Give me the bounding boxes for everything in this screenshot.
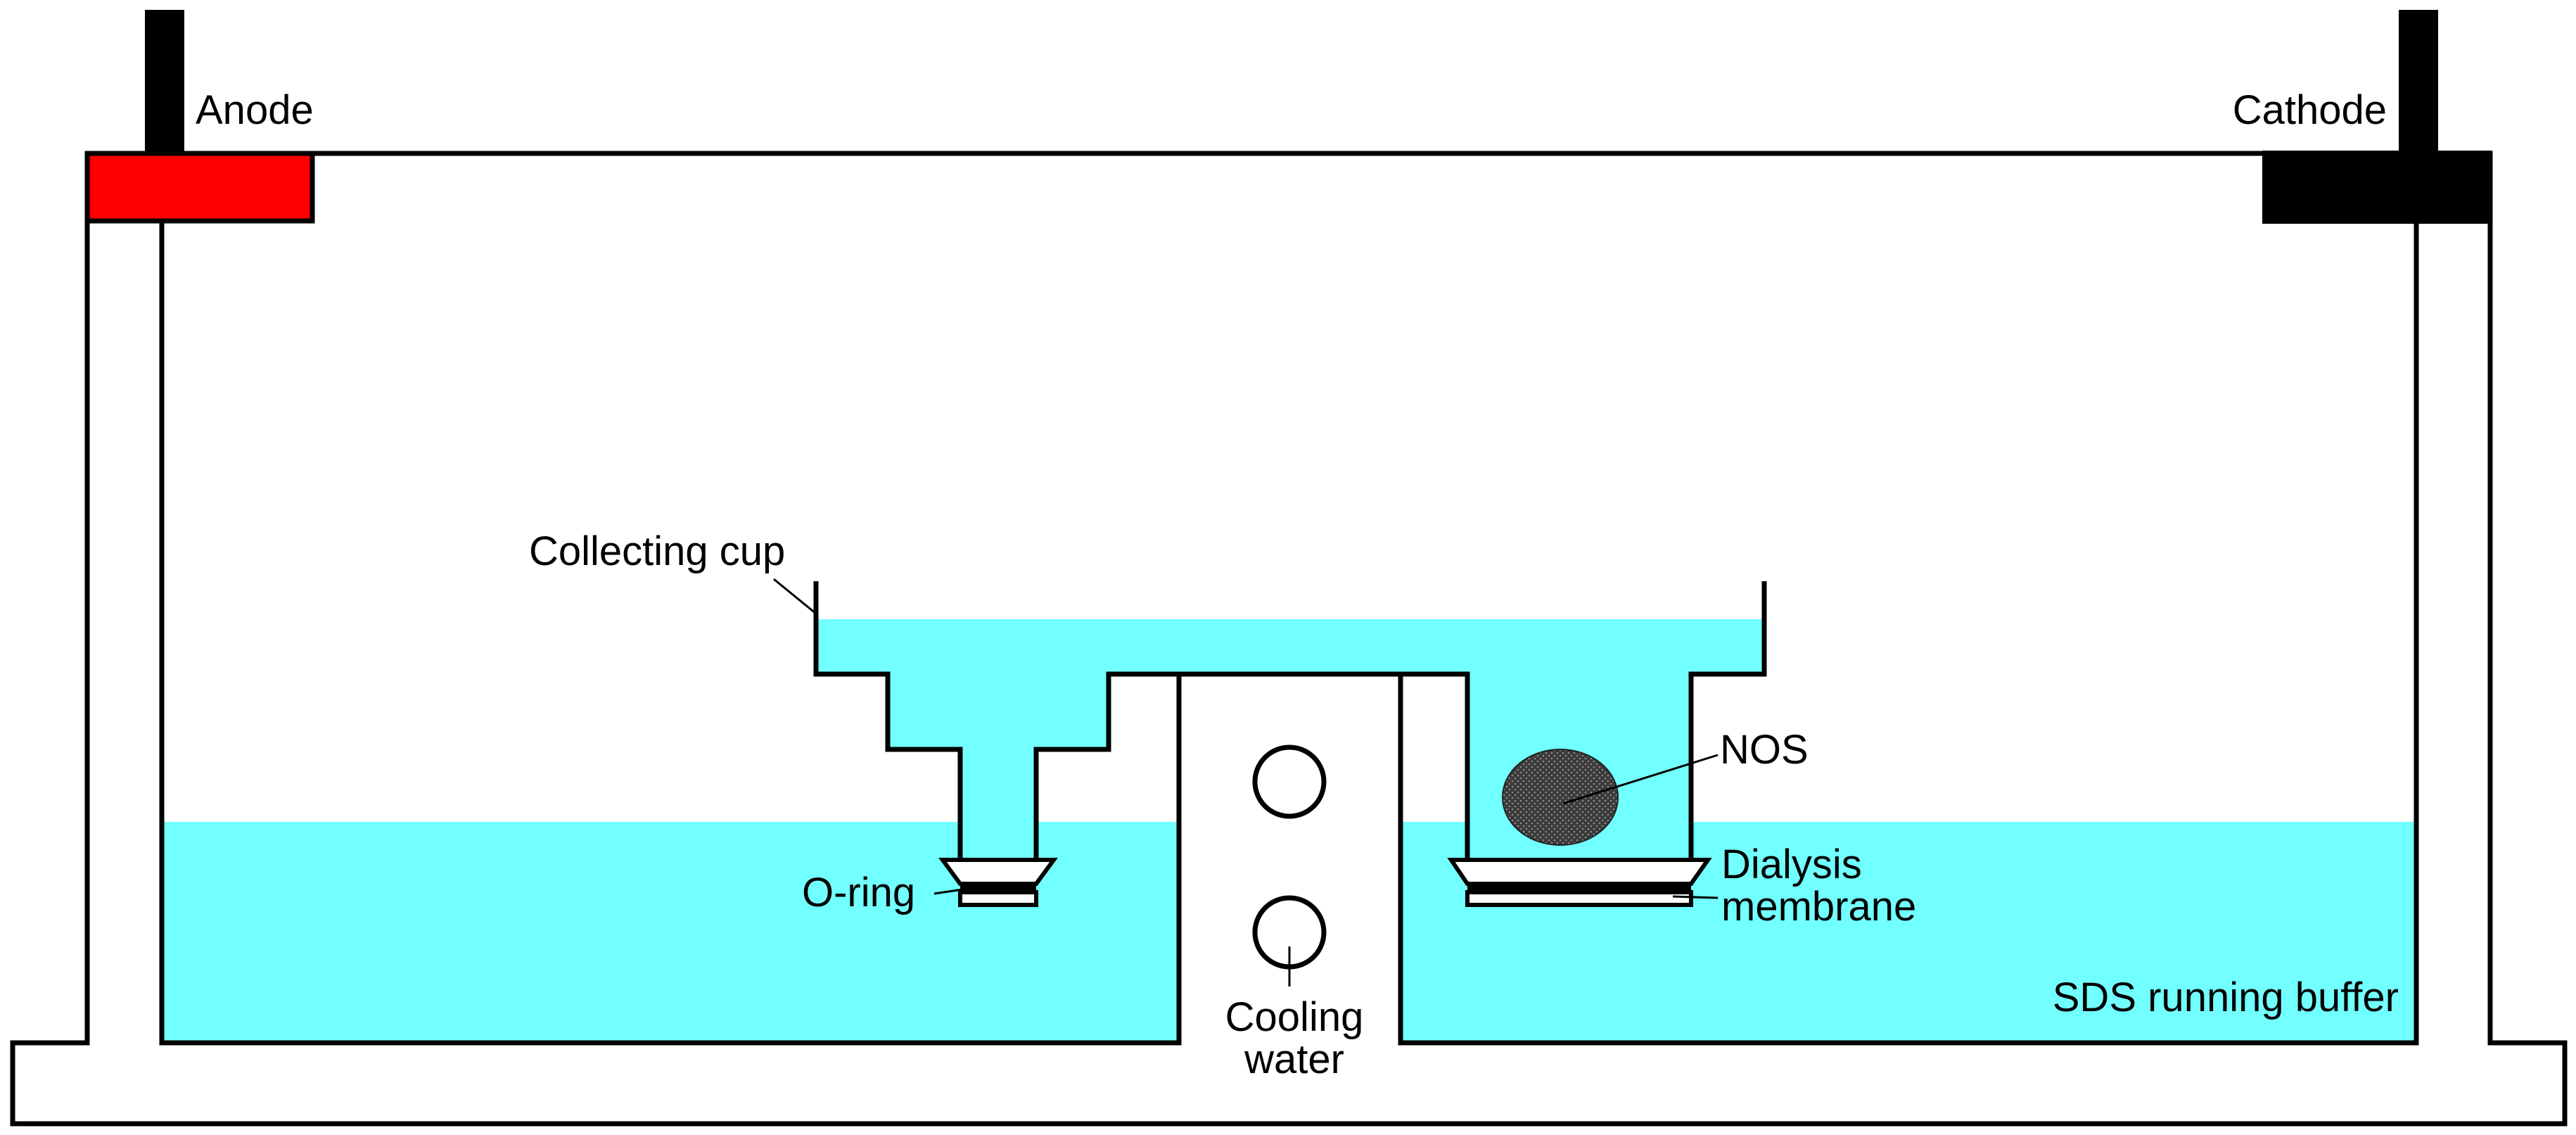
o-ring bbox=[938, 858, 1058, 907]
cooling-water-label-line2: water bbox=[1244, 1036, 1344, 1082]
collecting-cup-leader bbox=[773, 578, 817, 615]
o-ring-label: O-ring bbox=[802, 870, 915, 915]
cathode-electrode bbox=[2262, 10, 2492, 224]
cooling-water-label-line1: Cooling bbox=[1225, 994, 1364, 1040]
dialysis-membrane bbox=[1447, 858, 1712, 907]
o-ring-leader bbox=[933, 887, 973, 895]
nos-label: NOS bbox=[1720, 727, 1809, 773]
nos-sample bbox=[1502, 749, 1619, 846]
dialysis-membrane-label-line1: Dialysis bbox=[1721, 842, 1862, 887]
anode-electrode bbox=[84, 10, 315, 224]
tank-outline bbox=[10, 151, 2568, 1127]
collecting-cup-outline bbox=[813, 581, 1767, 864]
sds-running-buffer-label: SDS running buffer bbox=[2053, 975, 2399, 1020]
nos-leader bbox=[1562, 754, 1719, 805]
dialysis-membrane-label-line2: membrane bbox=[1721, 884, 1916, 930]
anode-label: Anode bbox=[196, 87, 314, 133]
dialysis-membrane-leader bbox=[1672, 895, 1719, 899]
collecting-cup-label: Collecting cup bbox=[529, 528, 785, 574]
cooling-tube-upper bbox=[1252, 744, 1327, 819]
cathode-label: Cathode bbox=[2233, 87, 2387, 133]
